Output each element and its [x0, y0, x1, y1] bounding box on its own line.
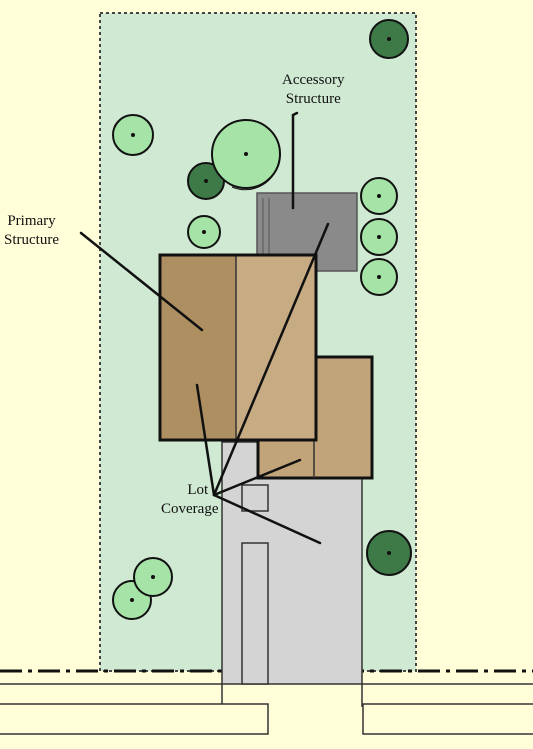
- sidewalk: [0, 683, 533, 735]
- primary-leader: [79, 231, 204, 332]
- accessory-structure-label: Accessory Structure: [282, 71, 344, 109]
- tree-icon: [360, 218, 398, 256]
- tree-icon: [187, 162, 225, 200]
- primary-structure-label: Primary Structure: [4, 212, 59, 250]
- tree-icon: [133, 557, 173, 597]
- label-line: Coverage: [161, 501, 219, 517]
- lot-boundary: [99, 12, 417, 672]
- label-line: Accessory: [282, 72, 345, 88]
- accessory-leader: [291, 111, 299, 210]
- label-line: Primary: [7, 213, 56, 229]
- tree-icon: [211, 119, 281, 191]
- trees: [112, 19, 412, 620]
- leader-lines: [79, 111, 330, 545]
- tree-icon: [112, 114, 154, 156]
- tree-icon: [366, 530, 412, 576]
- lot-coverage-label: Lot Coverage: [161, 481, 218, 519]
- coverage-leaders: [195, 222, 330, 545]
- label-line: Lot: [187, 482, 209, 498]
- primary-structure: [158, 253, 318, 442]
- label-line: Structure: [285, 91, 341, 107]
- tree-icon: [187, 215, 221, 249]
- label-line: Structure: [4, 232, 59, 248]
- tree-icon: [369, 19, 409, 59]
- tree-icon: [360, 177, 398, 215]
- driveway: [221, 441, 363, 685]
- tree-icon: [360, 258, 398, 296]
